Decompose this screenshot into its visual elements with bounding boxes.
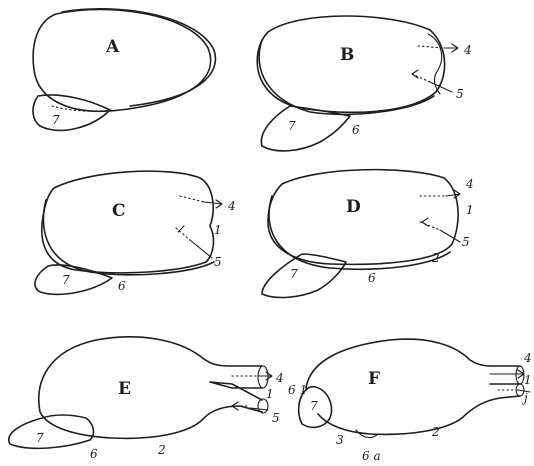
figure-d-arrow-5 bbox=[421, 217, 461, 243]
figure-d-arrow-4 bbox=[445, 189, 461, 199]
figure-e-arrow-4 bbox=[257, 371, 273, 381]
figure-b-yolk-sac bbox=[260, 105, 351, 152]
figure-d-label-5: 5 bbox=[462, 235, 470, 249]
figure-c-outer-membrane bbox=[40, 170, 215, 274]
figure-a-letter: A bbox=[105, 37, 120, 57]
figure-a-inner-body bbox=[61, 8, 217, 107]
figure-e: E 4 1 5 2 6 7 bbox=[7, 336, 284, 461]
figure-f: F 4 1 j 2 3 6 a 6 1 7 bbox=[288, 338, 532, 463]
figure-a-label-7: 7 bbox=[52, 113, 60, 127]
figure-b-label-6: 6 bbox=[352, 123, 360, 137]
figure-d-label-4: 4 bbox=[465, 177, 474, 191]
figure-d-inner-body bbox=[268, 195, 451, 270]
figure-a: A 7 bbox=[32, 8, 217, 132]
figure-e-label-4: 4 bbox=[275, 371, 284, 385]
figure-c-arrow-4-dotted bbox=[179, 195, 205, 203]
figure-e-label-1: 1 bbox=[266, 387, 274, 401]
figure-c: C 4 1 5 6 7 bbox=[34, 170, 236, 296]
figure-d-letter: D bbox=[346, 197, 361, 217]
figure-e-tube-end-lower bbox=[257, 398, 269, 414]
figure-f-arrow-4 bbox=[489, 369, 525, 379]
figure-e-arrow-5 bbox=[231, 401, 269, 411]
figure-d-arrow-5-dotted bbox=[419, 221, 441, 231]
figure-d-yolk-sac bbox=[261, 253, 347, 299]
figure-b-label-5: 5 bbox=[456, 87, 464, 101]
figure-c-label-5: 5 bbox=[214, 255, 222, 269]
figure-f-label-3: 3 bbox=[336, 433, 344, 447]
figure-b-label-4: 4 bbox=[463, 43, 472, 57]
figure-e-label-5: 5 bbox=[272, 411, 280, 425]
figure-e-tube-end-upper bbox=[257, 365, 269, 389]
figure-f-label-4: 4 bbox=[523, 351, 532, 365]
figure-f-letter: F bbox=[368, 369, 380, 389]
figure-f-stalk bbox=[355, 429, 379, 439]
figure-b-notch bbox=[427, 33, 443, 95]
figure-f-label-1: 1 bbox=[524, 373, 532, 387]
figure-c-arrow-5 bbox=[177, 225, 213, 259]
figure-e-letter: E bbox=[118, 379, 131, 399]
figure-a-dotted-line bbox=[51, 105, 113, 112]
figure-f-body bbox=[305, 338, 521, 436]
figure-b-letter: B bbox=[340, 45, 354, 65]
figure-f-label-2: 2 bbox=[431, 425, 440, 439]
figure-e-label-2: 2 bbox=[157, 443, 166, 457]
figure-e-body bbox=[38, 336, 263, 440]
figure-f-label-61: 6 1 bbox=[288, 383, 307, 397]
figure-d-outer-membrane bbox=[267, 168, 459, 266]
figure-c-yolk-sac bbox=[34, 264, 113, 296]
figure-b-label-7: 7 bbox=[288, 119, 296, 133]
figure-b-arrow-4-dotted bbox=[417, 45, 445, 49]
figure-f-label-6a: 6 a bbox=[362, 449, 381, 463]
figure-e-label-6: 6 bbox=[90, 447, 98, 461]
figure-c-label-4: 4 bbox=[227, 199, 236, 213]
figure-b: B 4 5 6 7 bbox=[256, 15, 472, 152]
figure-e-label-7: 7 bbox=[36, 431, 44, 445]
figure-d-label-2: 2 bbox=[431, 251, 440, 265]
figure-d-label-6: 6 bbox=[368, 271, 376, 285]
figure-e-yolk-sac bbox=[7, 414, 95, 450]
figure-b-arrow-5 bbox=[411, 69, 453, 93]
figure-c-inner-body bbox=[42, 199, 215, 276]
figure-c-label-1: 1 bbox=[214, 223, 222, 237]
figure-d-label-1: 1 bbox=[466, 203, 474, 217]
figure-b-outer-membrane bbox=[256, 15, 446, 114]
figure-f-yolk-sac bbox=[297, 385, 333, 429]
figure-b-arrow-4 bbox=[443, 43, 459, 53]
figure-b-arrow-5-dotted bbox=[411, 73, 431, 83]
figure-c-label-7: 7 bbox=[62, 273, 70, 287]
figure-c-label-6: 6 bbox=[118, 279, 126, 293]
figure-d-label-7: 7 bbox=[290, 267, 298, 281]
figure-f-label-7: 7 bbox=[310, 399, 318, 413]
figure-d: D 4 1 5 2 6 7 bbox=[261, 168, 474, 299]
figure-c-arrow-5-dotted bbox=[175, 227, 191, 241]
figure-f-label-j: j bbox=[521, 391, 528, 405]
figure-c-arrow-4 bbox=[203, 199, 223, 209]
figure-c-letter: C bbox=[112, 201, 126, 221]
figure-a-outer-membrane bbox=[32, 8, 212, 112]
figure-b-inner-body bbox=[258, 39, 435, 116]
figure-f-arrow-j bbox=[517, 389, 531, 393]
figure-a-yolk-sac bbox=[32, 94, 111, 132]
